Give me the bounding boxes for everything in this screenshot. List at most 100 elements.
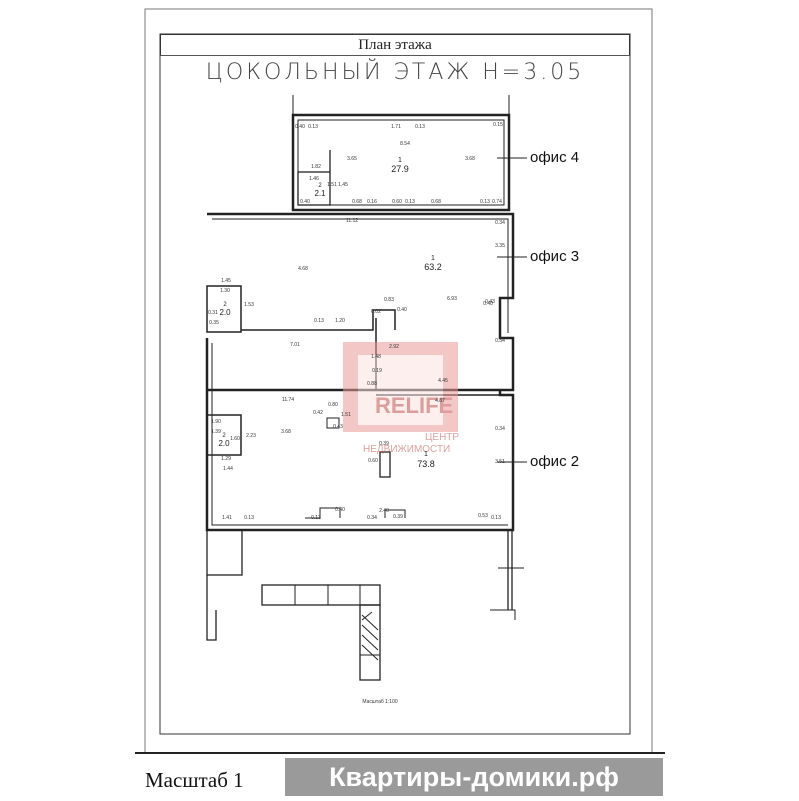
dimension-labels: 0.40 0.13 1.71 0.13 0.15 8.54 3.65 3.68 …: [208, 122, 505, 521]
dimension-label: 0.13: [405, 199, 415, 205]
dimension-label: 0.40: [397, 307, 407, 313]
room-number: 2: [222, 433, 226, 439]
dimension-label: 1.44: [223, 466, 233, 472]
dimension-label: 4.87: [435, 398, 445, 404]
dimension-label: 4.68: [298, 266, 308, 272]
office-leaders: [497, 157, 527, 463]
dimension-label: 0.74: [492, 199, 502, 205]
dimension-label: 0.19: [372, 368, 382, 374]
dimension-label: 0.34: [367, 515, 377, 521]
dimension-label: 1.45: [338, 182, 348, 188]
dimension-label: 0.43: [485, 299, 495, 305]
dimension-label: 0.53: [478, 513, 488, 519]
room-area: 63.2: [424, 262, 442, 272]
dimension-label: 1.51: [341, 412, 351, 418]
dimension-label: 0.13: [480, 199, 490, 205]
dimension-label: 11.12: [346, 218, 358, 224]
dimension-label: 3.68: [281, 429, 291, 435]
dimension-label: 0.34: [495, 426, 505, 432]
dimension-label: 0.39: [393, 514, 403, 520]
office-3-block: [206, 212, 515, 392]
room-area: 2.0: [218, 439, 230, 448]
office-label-3: офис 3: [530, 248, 580, 265]
room-area: 2.1: [314, 189, 326, 198]
lower-corridor: [206, 529, 524, 681]
dimension-label: 1.20: [335, 318, 345, 324]
dimension-label: 2.92: [389, 344, 399, 350]
dimension-label: 0.13: [415, 124, 425, 130]
dimension-label: 0.42: [313, 410, 323, 416]
dimension-label: 0.68: [352, 199, 362, 205]
dimension-label: 1.41: [222, 515, 232, 521]
watermark-logo: RELIFE ЦЕНТР НЕДВИЖИМОСТИ: [343, 342, 459, 455]
scale-note: Масштаб 1:100: [362, 699, 398, 705]
dimension-label: 0.35: [209, 320, 219, 326]
dimension-label: 1.30: [220, 288, 230, 294]
dimension-label: 1.53: [244, 302, 254, 308]
dimension-label: 0.15: [493, 122, 503, 128]
watermark-logo-text: RELIFE: [375, 393, 453, 418]
dimension-label: 0.40: [483, 301, 493, 307]
dimension-label: 0.40: [295, 124, 305, 130]
room-area: 73.8: [417, 459, 435, 469]
dimension-label: 0.16: [367, 199, 377, 205]
dimension-label: 1.51: [327, 182, 337, 188]
dimension-label: 1.45: [221, 278, 231, 284]
scale-label: Масштаб 1: [145, 768, 244, 792]
room-number: 2: [318, 183, 322, 189]
footer-bar: Масштаб 1 Квартиры-домики.рф: [135, 752, 665, 801]
dimension-label: 1.46: [309, 176, 319, 182]
dimension-label: 1.29: [221, 456, 231, 462]
dimension-label: 2.23: [246, 433, 256, 439]
room-number: 1: [398, 157, 402, 164]
room-labels: 1 27.9 2 2.1 1 63.2 2 2.0 1 73.8 2 2.0: [218, 157, 441, 469]
dimension-label: 3.68: [465, 156, 475, 162]
room-number: 1: [424, 451, 428, 458]
dimension-label: 1.82: [311, 164, 321, 170]
dimension-label: 7.01: [290, 342, 300, 348]
dimension-label: 3.65: [347, 156, 357, 162]
dimension-label: 0.60: [368, 458, 378, 464]
dimension-label: 4.45: [438, 378, 448, 384]
dimension-label: 0.34: [495, 338, 505, 344]
dimension-label: 0.34: [495, 220, 505, 226]
dimension-label: 0.83: [384, 297, 394, 303]
room-number: 1: [431, 255, 435, 262]
watermark-line2: НЕДВИЖИМОСТИ: [363, 444, 450, 455]
dimension-label: 1.39: [211, 429, 221, 435]
dimension-label: 3.51: [495, 459, 505, 465]
dimension-label: 0.39: [379, 441, 389, 447]
office-label-4: офис 4: [530, 149, 580, 166]
watermark-line1: ЦЕНТР: [425, 432, 459, 443]
dimension-label: 1.71: [391, 124, 401, 130]
dimension-label: 11.74: [282, 397, 294, 403]
dimension-label: 3.35: [495, 243, 505, 249]
room-area: 2.0: [219, 308, 231, 317]
room-area: 27.9: [391, 164, 409, 174]
dimension-label: 0.88: [367, 381, 377, 387]
dimension-label: 0.13: [244, 515, 254, 521]
dimension-label: 8.54: [400, 141, 410, 147]
dimension-label: 0.13: [311, 515, 321, 521]
dimension-label: 1.60: [230, 436, 240, 442]
office-4-block: [291, 95, 511, 212]
floor-heading: ЦОКОЛЬНЫЙ ЭТАЖ H=3.05: [205, 60, 585, 85]
brand-watermark: Квартиры-домики.рф: [285, 758, 663, 796]
dimension-label: 0.13: [308, 124, 318, 130]
drawing-title: План этажа: [160, 34, 630, 56]
dimension-label: 0.13: [314, 318, 324, 324]
dimension-label: 0.60: [392, 199, 402, 205]
dimension-label: 1.48: [371, 354, 381, 360]
dimension-label: 0.43: [333, 424, 343, 430]
dimension-label: 0.40: [335, 507, 345, 513]
dimension-label: 6.93: [447, 296, 457, 302]
dimension-label: 0.31: [208, 310, 218, 316]
office-label-2: офис 2: [530, 453, 580, 470]
dimension-label: 2.40: [379, 508, 389, 514]
dimension-label: 0.13: [491, 515, 501, 521]
dimension-label: 1.90: [211, 419, 221, 425]
dimension-label: 0.68: [431, 199, 441, 205]
dimension-label: 0.80: [328, 402, 338, 408]
